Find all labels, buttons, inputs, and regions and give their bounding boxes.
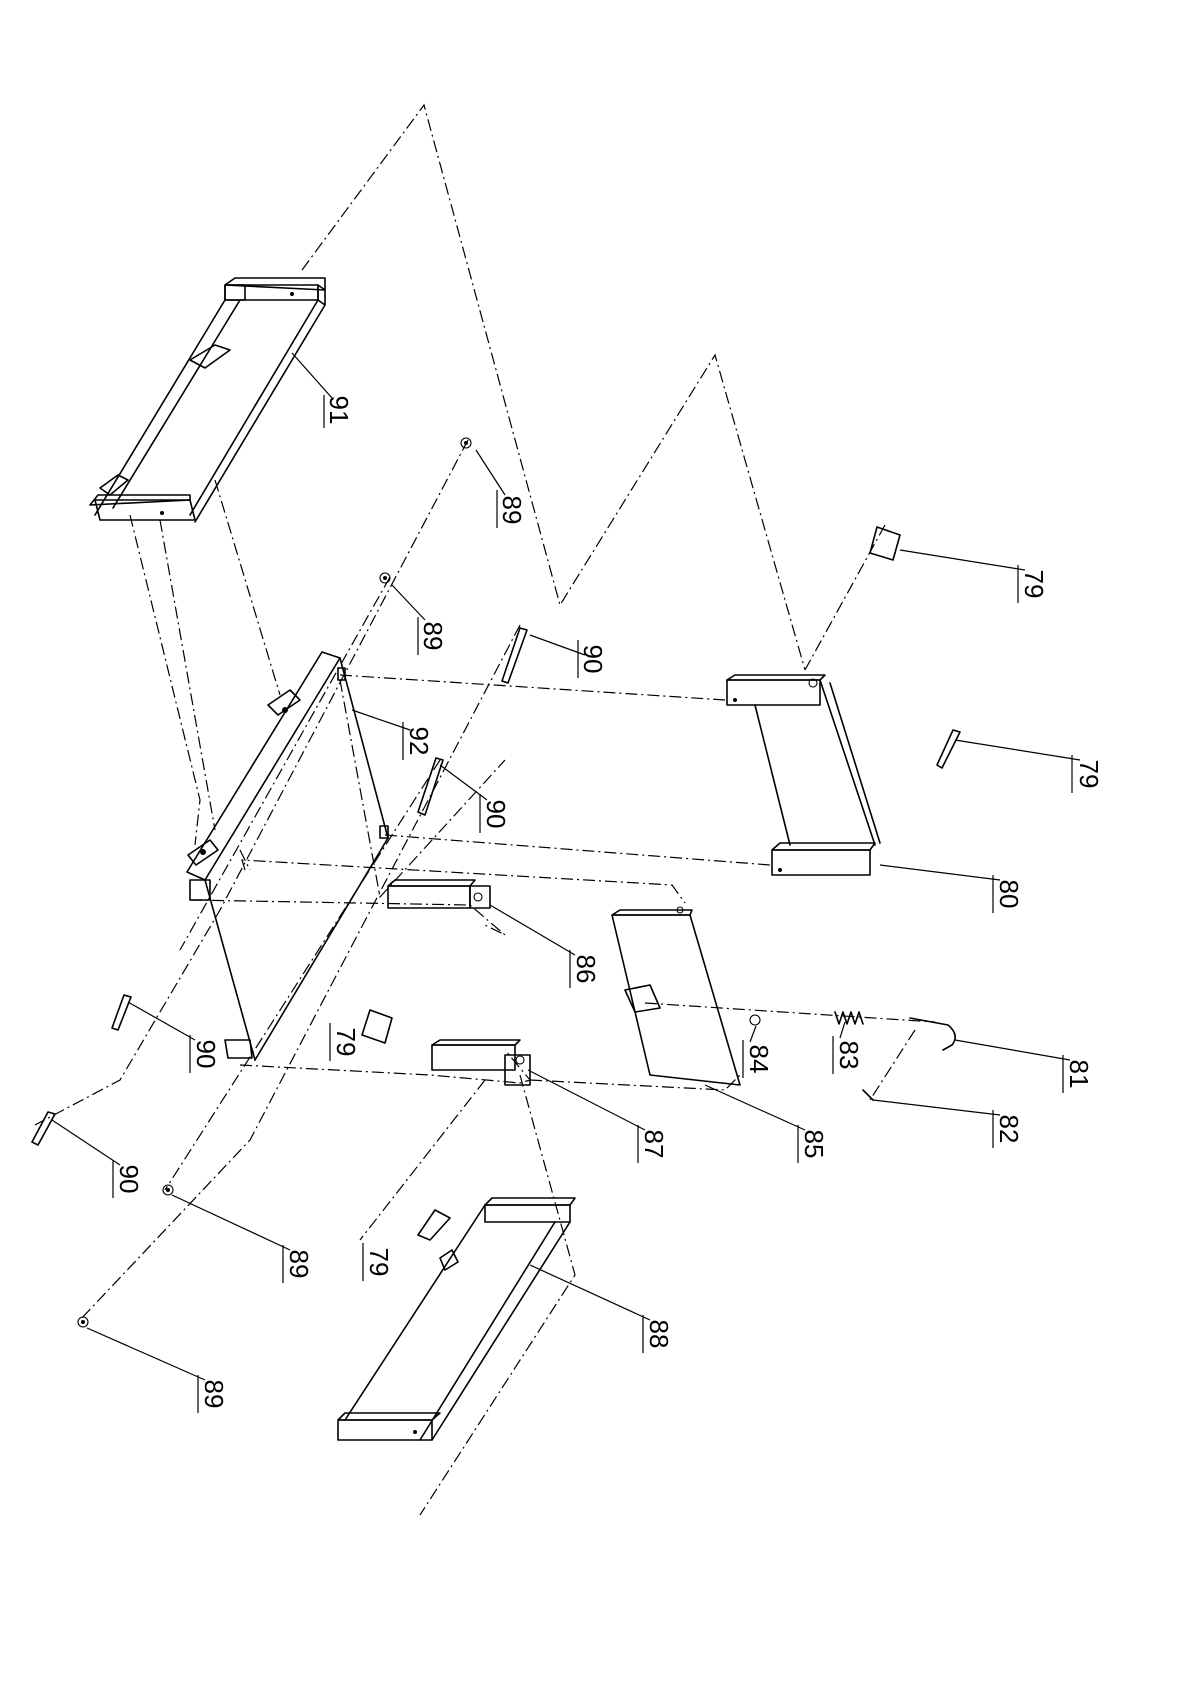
svg-text:90: 90	[191, 1040, 221, 1069]
callout-82: 82	[993, 1110, 1024, 1148]
svg-text:89: 89	[199, 1380, 229, 1409]
callout-88: 88	[643, 1315, 674, 1353]
callout-84: 84	[743, 1040, 774, 1078]
svg-text:80: 80	[994, 880, 1024, 909]
svg-text:79: 79	[1019, 570, 1049, 599]
callout-79-b: 79	[1072, 755, 1104, 793]
callout-86: 86	[570, 950, 601, 988]
part-92-frame	[187, 652, 388, 1060]
svg-text:90: 90	[481, 800, 511, 829]
callout-83: 83	[833, 1036, 864, 1074]
svg-text:85: 85	[799, 1130, 829, 1159]
callout-89-b: 89	[418, 617, 448, 655]
svg-text:83: 83	[834, 1041, 864, 1070]
callout-90-a: 90	[578, 640, 608, 678]
callout-90-c: 90	[190, 1035, 221, 1073]
svg-text:92: 92	[404, 727, 434, 756]
svg-text:82: 82	[994, 1115, 1024, 1144]
svg-text:86: 86	[571, 955, 601, 984]
svg-text:79: 79	[1074, 760, 1104, 789]
svg-text:79: 79	[364, 1248, 394, 1277]
svg-text:91: 91	[324, 396, 354, 425]
svg-text:88: 88	[644, 1320, 674, 1349]
callout-92: 92	[403, 722, 434, 760]
svg-text:89: 89	[418, 622, 448, 651]
svg-text:79: 79	[331, 1028, 361, 1057]
part-80-frame	[727, 675, 880, 875]
svg-text:81: 81	[1064, 1060, 1094, 1089]
callout-85: 85	[798, 1125, 829, 1163]
callout-79-c: 79	[330, 1023, 361, 1061]
callout-90-b: 90	[480, 795, 511, 833]
svg-text:87: 87	[639, 1130, 669, 1159]
callout-89-a: 89	[497, 490, 527, 528]
callout-87: 87	[638, 1125, 669, 1163]
part-86-tube	[388, 880, 490, 908]
svg-text:89: 89	[284, 1250, 314, 1279]
callout-81: 81	[1063, 1055, 1094, 1093]
svg-text:89: 89	[497, 496, 527, 525]
callout-79-a: 79	[1018, 565, 1049, 603]
part-88-frame	[338, 1198, 575, 1440]
part-91-frame	[90, 278, 325, 522]
callout-89-d: 89	[198, 1375, 229, 1413]
callout-90-d: 90	[113, 1160, 144, 1198]
svg-text:84: 84	[744, 1045, 774, 1074]
callout-89-c: 89	[283, 1245, 314, 1283]
part-87-tube	[432, 1040, 530, 1085]
callout-79-d: 79	[363, 1243, 394, 1281]
svg-text:90: 90	[114, 1165, 144, 1194]
hardware-parts	[32, 438, 960, 1327]
part-85-panel	[612, 907, 740, 1085]
callout-91: 91	[324, 395, 354, 428]
callout-80: 80	[993, 875, 1024, 913]
callout-leaders	[52, 353, 1080, 1380]
svg-text:90: 90	[578, 645, 608, 674]
